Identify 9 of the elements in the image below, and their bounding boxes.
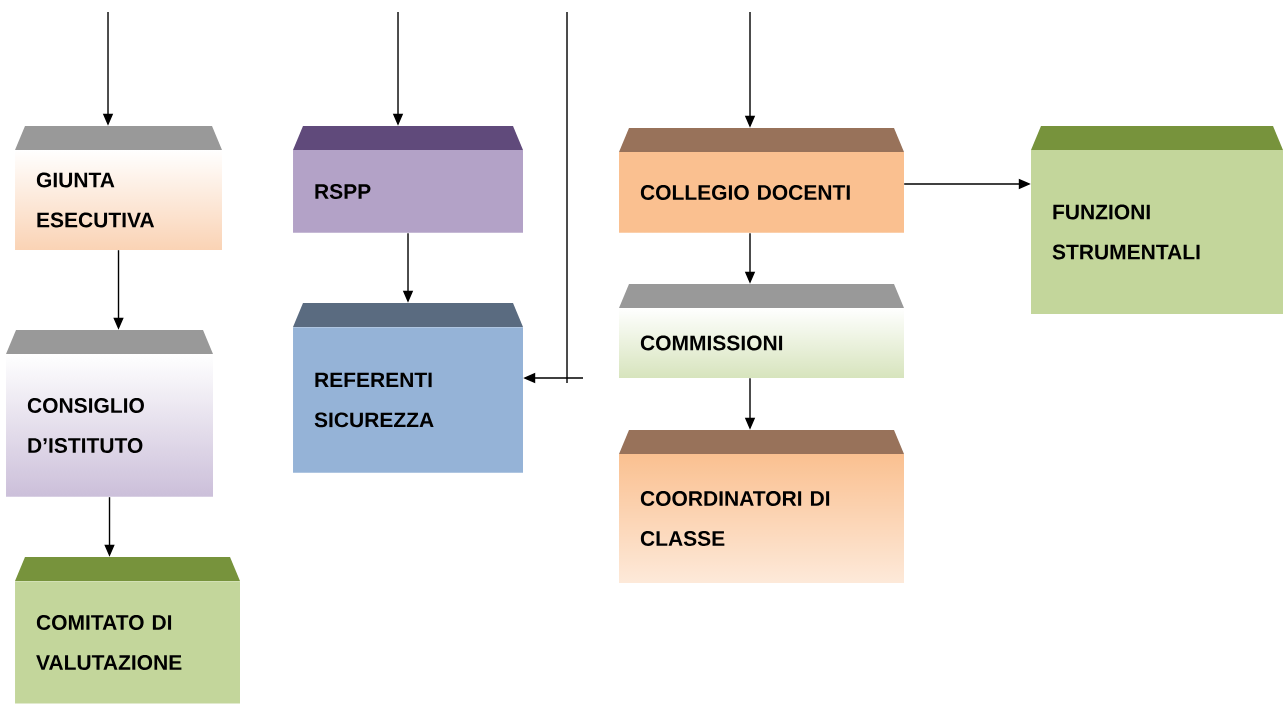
org-box: CONSIGLIO D’ISTITUTO <box>6 330 213 497</box>
org-box: GIUNTA ESECUTIVA <box>15 126 222 250</box>
org-box: COLLEGIO DOCENTI <box>619 128 904 233</box>
org-box: FUNZIONI STRUMENTALI <box>1031 126 1283 314</box>
org-box: COORDINATORI DI CLASSE <box>619 430 904 583</box>
org-box: COMMISSIONI <box>619 284 904 378</box>
org-box: COMITATO DI VALUTAZIONE <box>15 557 240 704</box>
org-box: RSPP <box>293 126 523 233</box>
org-box: REFERENTI SICUREZZA <box>293 303 523 473</box>
